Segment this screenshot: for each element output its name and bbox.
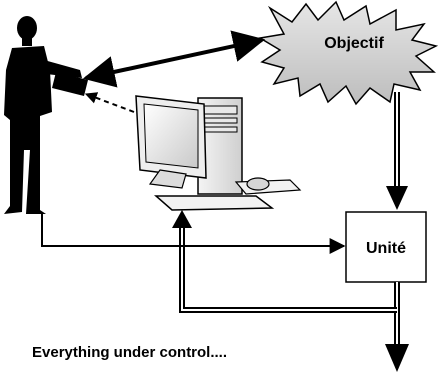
- computer-to-person-dashed-arrow: [84, 92, 135, 113]
- goal-starburst: Objectif: [257, 0, 439, 106]
- unit-label: Unité: [366, 240, 406, 257]
- starburst-cloud-icon: [257, 0, 439, 106]
- caption-text: Everything under control....: [32, 344, 227, 361]
- goal-label: Objectif: [324, 35, 384, 52]
- goal-to-unit-arrow: [386, 92, 408, 210]
- unit-to-computer-feedback: [172, 210, 397, 313]
- person-to-unit-arrow: [41, 214, 346, 254]
- unit-box: Unité: [345, 211, 427, 283]
- unit-output-arrow: [385, 282, 409, 372]
- person-goal-arrow: [82, 30, 266, 88]
- desktop-computer-icon: [135, 95, 302, 211]
- person-icon: [4, 16, 88, 214]
